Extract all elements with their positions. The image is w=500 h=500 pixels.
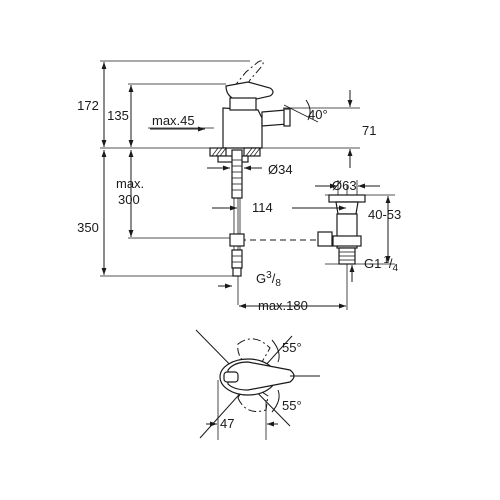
lever-raised-outline (232, 60, 264, 93)
dimension-labels: 172 135 max.45 40° 71 Ø34 max. 300 350 1… (77, 98, 401, 431)
label-max45: max.45 (152, 113, 195, 128)
label-47: 47 (220, 416, 234, 431)
spout-tip (283, 108, 291, 127)
label-angle-55-bottom: 55° (282, 398, 302, 413)
label-thread-g38: G3/8 (256, 270, 281, 289)
label-max300-line1: max. (116, 176, 144, 191)
label-angle-40: 40° (308, 107, 328, 122)
mounting-shank (229, 149, 245, 277)
label-dia-63: Ø63 (332, 178, 357, 193)
label-135: 135 (107, 108, 129, 123)
waste-flange (328, 194, 366, 203)
label-max180: max.180 (258, 298, 308, 313)
label-40-53: 40-53 (368, 207, 401, 222)
label-114: 114 (252, 200, 273, 215)
label-172: 172 (77, 98, 99, 113)
faucet-body (222, 107, 263, 149)
label-max300-line2: 300 (118, 192, 140, 207)
popup-waste (317, 194, 366, 265)
dimension-lines (101, 62, 391, 309)
label-dia-34: Ø34 (268, 162, 293, 177)
label-350: 350 (77, 220, 99, 235)
lever (225, 81, 274, 101)
label-71: 71 (362, 123, 376, 138)
faucet-side-view (222, 60, 291, 149)
label-angle-55-top: 55° (282, 340, 302, 355)
faucet-top-view (195, 329, 320, 440)
